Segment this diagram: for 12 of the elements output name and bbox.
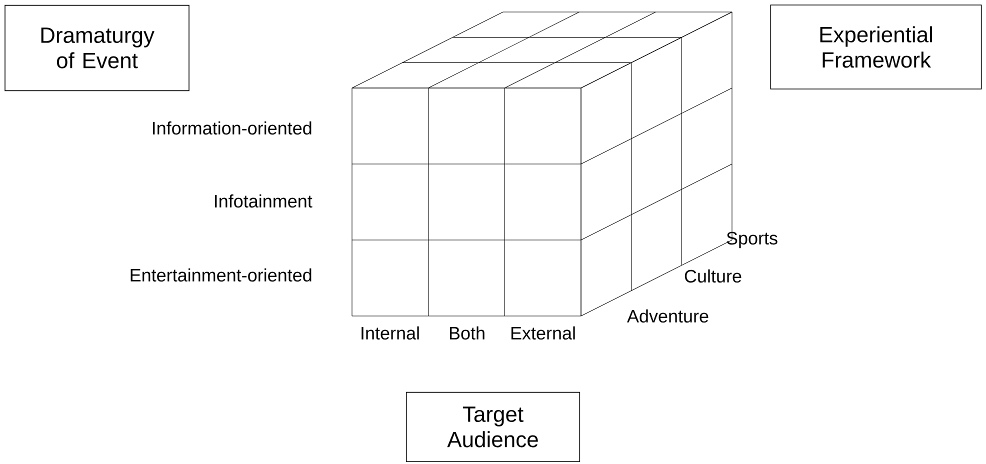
label-box: Dramaturgy of Event <box>4 4 190 92</box>
axis-label: Entertainment-oriented <box>130 268 312 282</box>
axis-label: Infotainment <box>215 194 312 208</box>
axis-label: Both <box>450 326 484 340</box>
axis-label: Adventure <box>627 309 708 323</box>
axis-label: Sports <box>726 232 778 248</box>
axis-label: Internal <box>362 326 419 340</box>
label-box: Experiential Framework <box>770 4 982 90</box>
label-box: Target Audience <box>406 392 580 462</box>
axis-label: Culture <box>684 269 742 283</box>
axis-label: Information-oriented <box>152 121 312 135</box>
axis-label: External <box>511 326 575 340</box>
